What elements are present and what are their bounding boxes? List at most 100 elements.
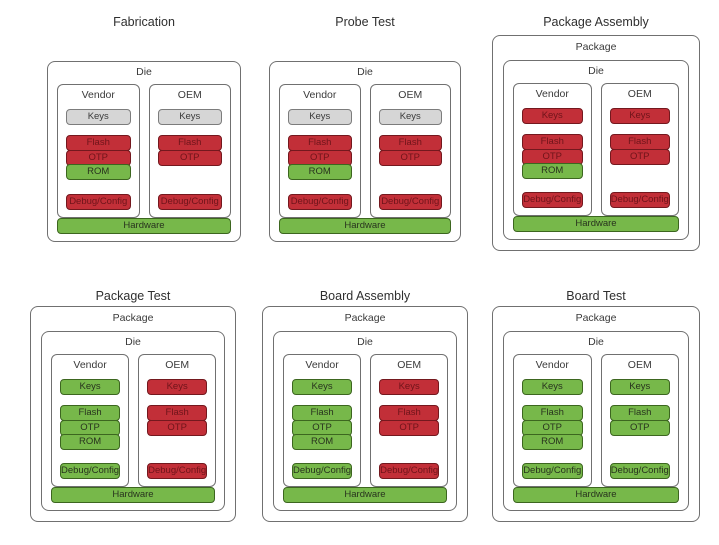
vendor-label: Vendor xyxy=(81,89,115,101)
die-label: Die xyxy=(588,336,604,348)
die-label: Die xyxy=(357,66,373,78)
die-columns: Vendor Keys Flash OTP ROM Debug/Config O… xyxy=(51,354,217,487)
flash-block: Flash xyxy=(66,135,131,151)
diagram-title: Fabrication xyxy=(113,15,175,29)
diagram-probe-test: Probe Test Die Vendor Keys Flash OTP ROM… xyxy=(269,14,461,242)
flash-block: Flash xyxy=(288,135,352,151)
diagram-title: Board Assembly xyxy=(319,289,411,303)
keys-block: Keys xyxy=(147,379,208,395)
rom-block: ROM xyxy=(522,434,583,450)
vendor-label: Vendor xyxy=(305,359,339,371)
die-box: Die Vendor Keys Flash OTP ROM Debug/Conf… xyxy=(273,331,457,511)
debug-config-block: Debug/Config xyxy=(378,194,442,210)
oem-box: OEM Keys Flash OTP Debug/Config xyxy=(600,83,679,216)
vendor-box: Vendor Keys Flash OTP ROM Debug/Config xyxy=(513,83,592,216)
memory-stack: Flash OTP xyxy=(157,135,222,166)
memory-stack: Flash OTP ROM xyxy=(292,405,353,450)
diagram-package-test: Package Test Package Die Vendor Keys Fla… xyxy=(30,288,236,522)
diagram-title: Board Test xyxy=(566,289,626,303)
keys-block: Keys xyxy=(66,109,131,125)
hardware-bar: Hardware xyxy=(279,218,451,234)
oem-box: OEM Keys Flash OTP Debug/Config xyxy=(148,84,231,218)
memory-stack: Flash OTP xyxy=(609,405,670,436)
package-label: Package xyxy=(575,41,617,53)
oem-label: OEM xyxy=(177,89,202,101)
flash-block: Flash xyxy=(60,405,121,421)
debug-config-block: Debug/Config xyxy=(522,192,583,208)
die-box: Die Vendor Keys Flash OTP ROM Debug/Conf… xyxy=(269,61,461,242)
otp-block: OTP xyxy=(609,419,670,436)
oem-box: OEM Keys Flash OTP Debug/Config xyxy=(138,354,217,487)
vendor-label: Vendor xyxy=(535,359,569,371)
vendor-box: Vendor Keys Flash OTP ROM Debug/Config xyxy=(513,354,592,487)
keys-block: Keys xyxy=(522,379,583,395)
memory-stack: Flash OTP ROM xyxy=(288,135,352,180)
memory-stack: Flash OTP xyxy=(609,134,670,165)
oem-box: OEM Keys Flash OTP Debug/Config xyxy=(600,354,679,487)
memory-stack: Flash OTP ROM xyxy=(66,135,131,180)
flash-block: Flash xyxy=(379,405,440,421)
rom-block: ROM xyxy=(522,163,583,179)
package-label: Package xyxy=(344,312,386,324)
vendor-label: Vendor xyxy=(535,88,569,100)
otp-block: OTP xyxy=(147,419,208,436)
die-box: Die Vendor Keys Flash OTP ROM Debug/Conf… xyxy=(503,331,689,511)
rom-block: ROM xyxy=(292,434,353,450)
vendor-box: Vendor Keys Flash OTP ROM Debug/Config xyxy=(283,354,362,487)
keys-block: Keys xyxy=(60,379,121,395)
die-box: Die Vendor Keys Flash OTP ROM Debug/Conf… xyxy=(47,61,241,242)
debug-config-block: Debug/Config xyxy=(609,192,670,208)
otp-block: OTP xyxy=(609,148,670,165)
package-box: Package Die Vendor Keys Flash OTP ROM De… xyxy=(30,306,236,522)
hardware-bar: Hardware xyxy=(513,487,679,503)
die-columns: Vendor Keys Flash OTP ROM Debug/Config O… xyxy=(283,354,449,487)
debug-config-block: Debug/Config xyxy=(157,194,222,210)
keys-block: Keys xyxy=(378,109,442,125)
debug-config-block: Debug/Config xyxy=(60,463,121,479)
die-label: Die xyxy=(136,66,152,78)
die-box: Die Vendor Keys Flash OTP ROM Debug/Conf… xyxy=(41,331,225,511)
debug-config-block: Debug/Config xyxy=(288,194,352,210)
oem-label: OEM xyxy=(398,89,423,101)
hardware-bar: Hardware xyxy=(513,216,679,232)
flash-block: Flash xyxy=(609,405,670,421)
memory-stack: Flash OTP ROM xyxy=(60,405,121,450)
memory-stack: Flash OTP xyxy=(379,405,440,436)
die-columns: Vendor Keys Flash OTP ROM Debug/Config O… xyxy=(279,84,451,218)
memory-stack: Flash OTP xyxy=(147,405,208,436)
die-label: Die xyxy=(357,336,373,348)
oem-label: OEM xyxy=(165,359,190,371)
diagram-title: Package Test xyxy=(95,289,171,303)
diagram-title: Probe Test xyxy=(335,15,395,29)
flash-block: Flash xyxy=(378,135,442,151)
oem-label: OEM xyxy=(627,88,652,100)
package-label: Package xyxy=(575,312,617,324)
keys-block: Keys xyxy=(609,108,670,124)
hardware-bar: Hardware xyxy=(57,218,231,234)
flash-block: Flash xyxy=(157,135,222,151)
hardware-bar: Hardware xyxy=(51,487,215,503)
diagram-fabrication: Fabrication Die Vendor Keys Flash OTP RO… xyxy=(47,14,241,242)
otp-block: OTP xyxy=(379,419,440,436)
keys-block: Keys xyxy=(157,109,222,125)
vendor-label: Vendor xyxy=(303,89,337,101)
memory-stack: Flash OTP ROM xyxy=(522,134,583,179)
die-columns: Vendor Keys Flash OTP ROM Debug/Config O… xyxy=(57,84,231,218)
debug-config-block: Debug/Config xyxy=(609,463,670,479)
die-label: Die xyxy=(588,65,604,77)
vendor-label: Vendor xyxy=(73,359,107,371)
rom-block: ROM xyxy=(288,164,352,180)
die-label: Die xyxy=(125,336,141,348)
package-box: Package Die Vendor Keys Flash OTP ROM De… xyxy=(262,306,468,522)
keys-block: Keys xyxy=(288,109,352,125)
debug-config-block: Debug/Config xyxy=(379,463,440,479)
package-box: Package Die Vendor Keys Flash OTP ROM De… xyxy=(492,35,700,251)
debug-config-block: Debug/Config xyxy=(522,463,583,479)
oem-box: OEM Keys Flash OTP Debug/Config xyxy=(370,354,449,487)
hardware-bar: Hardware xyxy=(283,487,447,503)
diagram-board-test: Board Test Package Die Vendor Keys Flash… xyxy=(492,288,700,522)
debug-config-block: Debug/Config xyxy=(147,463,208,479)
keys-block: Keys xyxy=(292,379,353,395)
flash-block: Flash xyxy=(147,405,208,421)
